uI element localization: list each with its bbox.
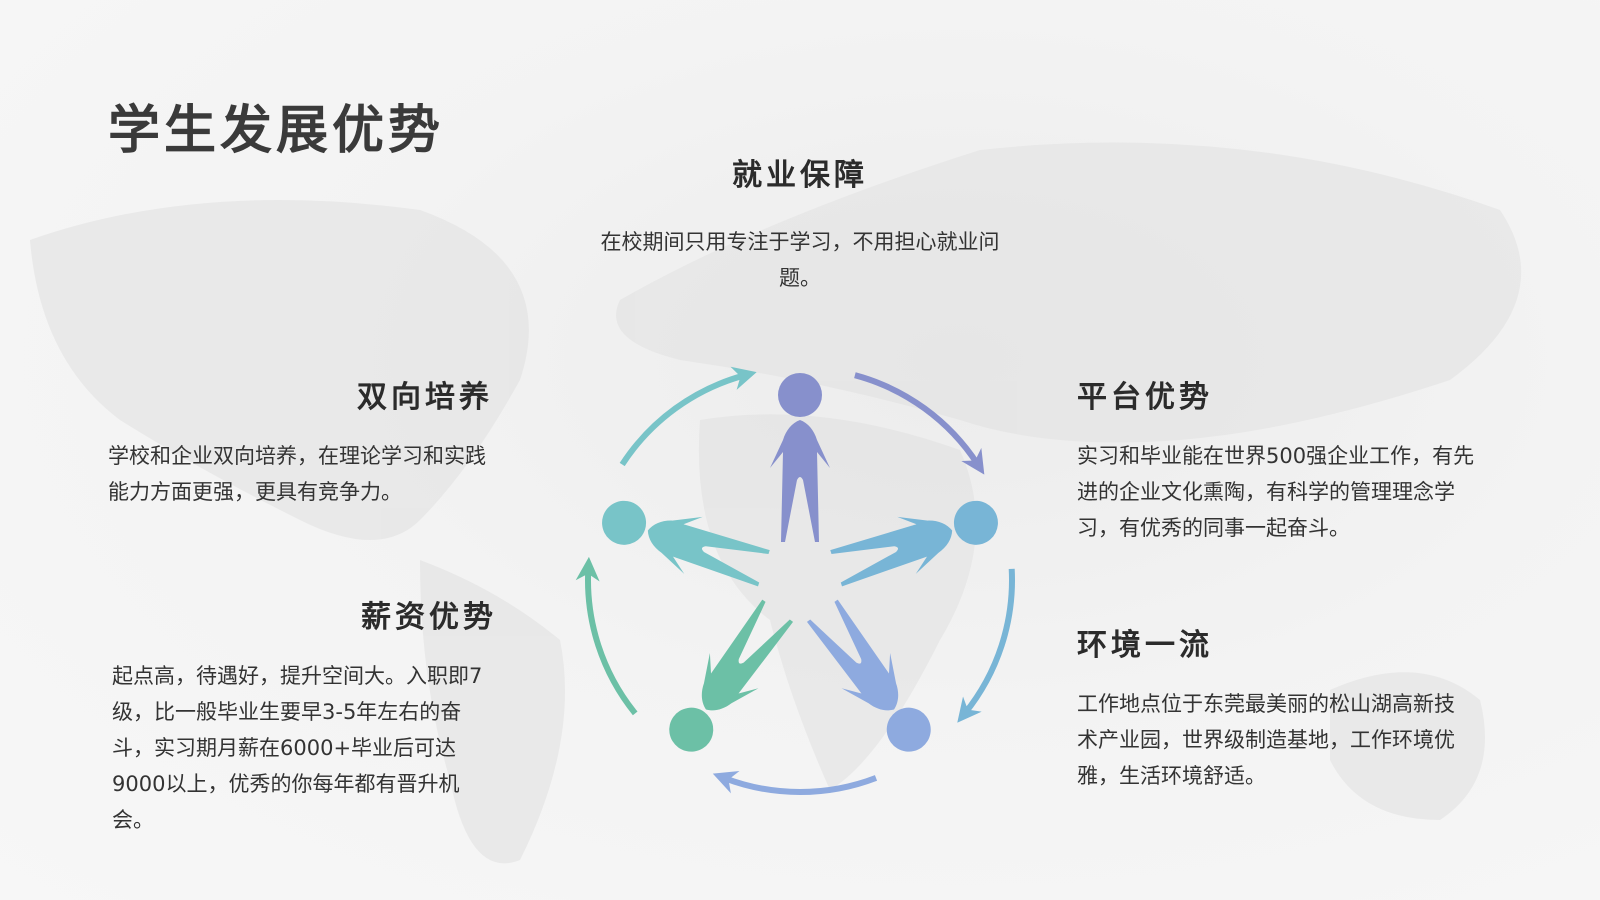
person-body (770, 420, 830, 542)
section-heading: 就业保障 (732, 158, 868, 193)
section-employment: 就业保障 在校期间只用专注于学习，不用担心就业问题。 (600, 150, 1000, 296)
person-figure-top (770, 373, 830, 542)
section-salary: 薪资优势 起点高，待遇好，提升空间大。入职即7级，比一般毕业生要早3-5年左右的… (112, 592, 497, 838)
page-title: 学生发展优势 (108, 101, 445, 161)
section-text: 工作地点位于东莞最美丽的松山湖高新技术产业园，世界级制造基地，工作环境优雅，生活… (1077, 692, 1455, 788)
person-head (778, 373, 822, 417)
person-body (806, 599, 899, 711)
person-figure-right (830, 500, 998, 587)
person-figure-bottom-right (806, 599, 931, 752)
cycle-arrow-right (957, 568, 1015, 723)
five-people-cycle-diagram (575, 366, 1015, 795)
person-head (602, 500, 647, 545)
person-head (953, 500, 998, 545)
section-environment: 环境一流 工作地点位于东莞最美丽的松山湖高新技术产业园，世界级制造基地，工作环境… (1077, 620, 1462, 794)
section-text: 实习和毕业能在世界500强企业工作，有先进的企业文化熏陶，有科学的管理理念学习，… (1077, 444, 1475, 540)
cycle-arrow-bottom-left (575, 556, 638, 716)
person-figure-left (602, 500, 770, 587)
section-dual-training: 双向培养 学校和企业双向培养，在理论学习和实践能力方面更强，更具有竞争力。 (108, 372, 493, 510)
section-heading: 薪资优势 (361, 600, 497, 635)
cycle-arrow-top (854, 372, 985, 475)
person-body (830, 516, 953, 587)
section-heading: 平台优势 (1077, 380, 1213, 415)
section-text: 学校和企业双向培养，在理论学习和实践能力方面更强，更具有竞争力。 (108, 444, 486, 504)
cycle-arrow-left (619, 366, 757, 467)
section-text: 在校期间只用专注于学习，不用担心就业问题。 (600, 230, 1000, 290)
person-head (886, 707, 931, 752)
section-text: 起点高，待遇好，提升空间大。入职即7级，比一般毕业生要早3-5年左右的奋斗，实习… (112, 664, 483, 832)
person-figure-bottom-left (669, 599, 794, 752)
person-body (701, 599, 794, 711)
section-platform: 平台优势 实习和毕业能在世界500强企业工作，有先进的企业文化熏陶，有科学的管理… (1077, 372, 1477, 546)
cycle-arrow-bottom-right (712, 770, 878, 795)
section-heading: 双向培养 (357, 380, 493, 415)
person-head (669, 707, 714, 752)
person-body (647, 516, 770, 587)
section-heading: 环境一流 (1077, 628, 1213, 663)
